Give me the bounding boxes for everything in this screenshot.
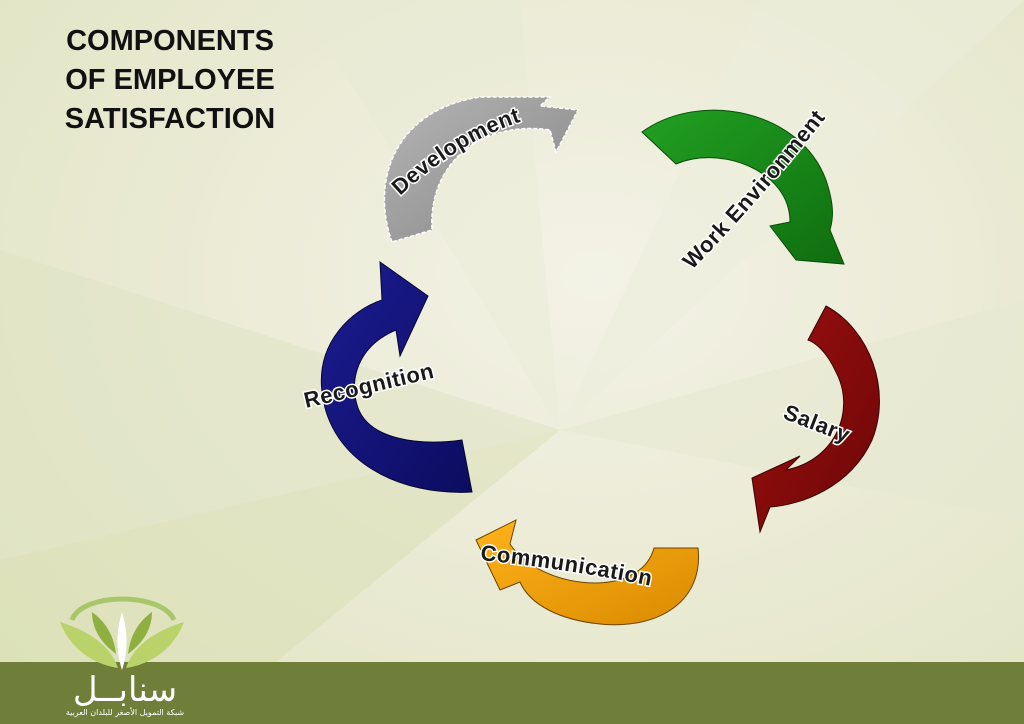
slide-title: COMPONENTS OF EMPLOYEE SATISFACTION [40, 22, 300, 139]
arrow-communication-shape [475, 519, 700, 626]
arrow-salary: Salary [751, 305, 880, 534]
footer-band [0, 662, 1024, 724]
arrow-salary-shape [751, 305, 880, 534]
arrow-salary-label: Salary [780, 399, 854, 447]
arrow-work-environment: Work Environment [641, 103, 845, 275]
sanabel-logo-text: سنابــل شبكة التمويل الأصغر للبلدان العر… [40, 672, 210, 718]
sanabel-logo-icon [60, 596, 184, 670]
title-line-3: SATISFACTION [64, 103, 276, 135]
arrow-work-environment-shape [641, 109, 845, 265]
title-line-1: COMPONENTS [66, 25, 274, 57]
logo-arabic-name: سنابــل [72, 670, 178, 710]
arrow-recognition-shape [320, 260, 473, 493]
arrow-recognition-label: Recognition [301, 358, 436, 413]
arrow-development-shape [383, 96, 580, 243]
arrow-recognition: Recognition [300, 260, 473, 493]
title-line-2: OF EMPLOYEE [65, 64, 275, 96]
arrow-development: Development [383, 96, 580, 243]
arrow-communication: Communication [475, 519, 700, 626]
logo-subtitle: شبكة التمويل الأصغر للبلدان العربية [65, 708, 185, 717]
